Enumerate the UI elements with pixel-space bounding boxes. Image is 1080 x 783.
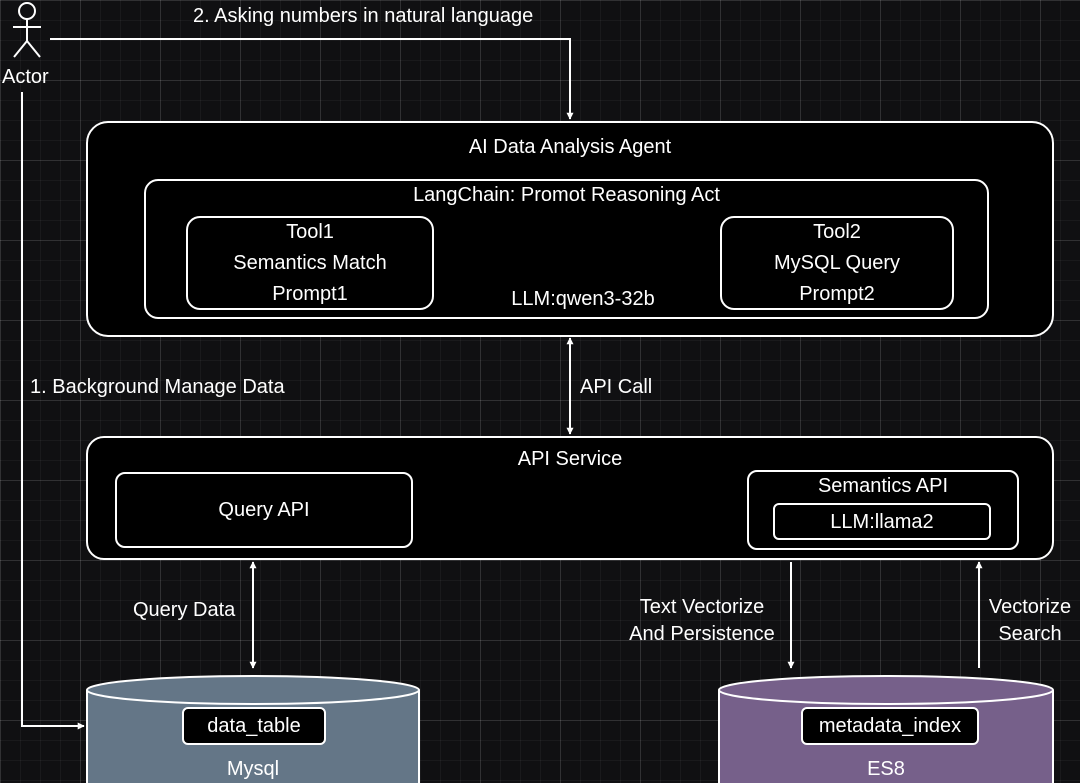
tool2-name: Tool2 [813,221,861,243]
tool1-box[interactable]: Tool1 Semantics Match Prompt1 [186,216,434,310]
tool2-box[interactable]: Tool2 MySQL Query Prompt2 [720,216,954,310]
semantics-llm-box: LLM:llama2 [773,503,991,540]
agent-llm-label: LLM:qwen3-32b [511,288,655,310]
vectorize-search-line-2: Search [998,623,1062,645]
text-vectorize-edge-label: Text Vectorize And Persistence [612,594,792,648]
api-service-title: API Service [517,448,623,470]
background-manage-arrow [21,92,85,730]
text-vectorize-line-2: And Persistence [629,623,775,645]
semantics-llm-label: LLM:llama2 [830,511,934,533]
ai-agent-box: AI Data Analysis Agent LangChain: Promot… [86,121,1054,337]
langchain-title: LangChain: Promot Reasoning Act [413,184,720,206]
query-api-box[interactable]: Query API [115,472,413,548]
langchain-box: LangChain: Promot Reasoning Act Tool1 Se… [144,179,989,319]
metadata-index-label: metadata_index [818,715,962,737]
tool1-text: Tool1 Semantics Match Prompt1 [188,217,432,310]
api-service-box: API Service Query API Semantics API LLM:… [86,436,1054,560]
data-table-box[interactable]: data_table [182,707,326,745]
tool2-prompt: Prompt2 [799,283,875,305]
tool2-function: MySQL Query [774,252,900,274]
vectorize-search-line-1: Vectorize [988,596,1072,618]
semantics-api-box[interactable]: Semantics API LLM:llama2 [747,470,1019,550]
metadata-index-box[interactable]: metadata_index [801,707,979,745]
asking-edge-label: 2. Asking numbers in natural language [193,5,534,27]
mysql-label: Mysql [226,758,280,780]
tool1-prompt: Prompt1 [272,283,348,305]
background-edge-label: 1. Background Manage Data [30,376,285,398]
query-api-label: Query API [218,499,310,521]
actor-icon [13,2,41,58]
tool2-text: Tool2 MySQL Query Prompt2 [722,217,952,310]
semantics-api-label: Semantics API [817,475,949,497]
tool1-name: Tool1 [286,221,334,243]
query-data-edge-label: Query Data [133,599,236,621]
api-call-edge-label: API Call [580,376,653,398]
tool1-function: Semantics Match [233,252,387,274]
actor-label: Actor [2,66,49,88]
vectorize-search-edge-label: Vectorize Search [982,594,1078,648]
es8-label: ES8 [867,758,905,780]
asking-arrow [50,38,574,120]
text-vectorize-line-1: Text Vectorize [639,596,765,618]
ai-agent-title: AI Data Analysis Agent [468,136,672,158]
data-table-label: data_table [207,715,301,737]
